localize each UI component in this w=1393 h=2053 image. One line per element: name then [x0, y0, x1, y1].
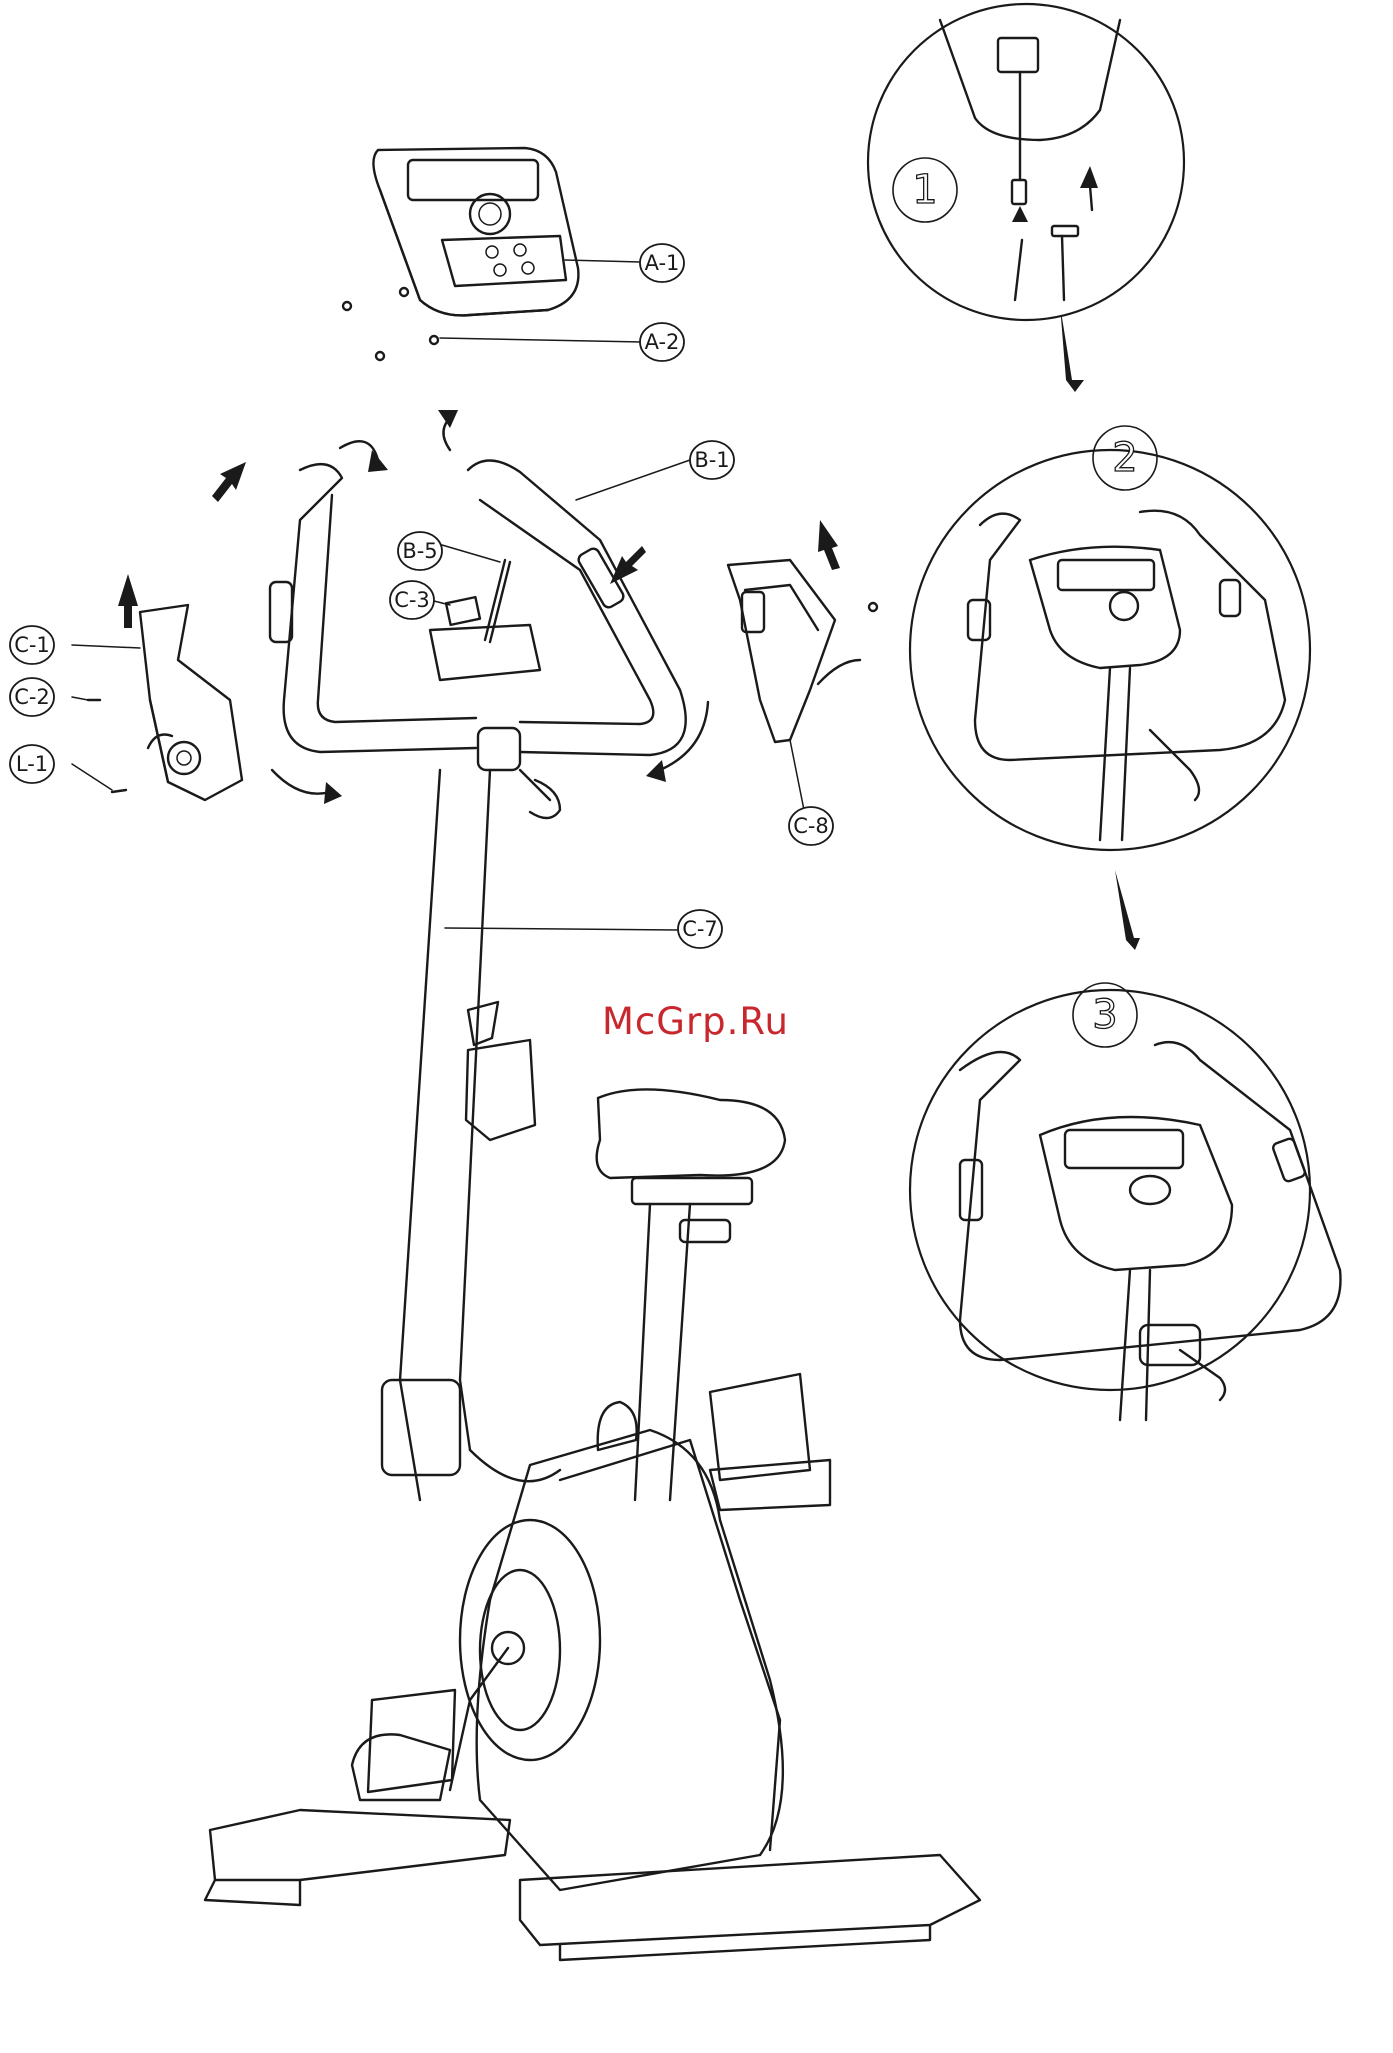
step-detail-2: 2: [910, 426, 1310, 850]
label-a1-text: A-1: [645, 251, 680, 275]
label-c3: C-3: [390, 581, 434, 619]
console-drawing: [373, 148, 578, 315]
step-number-3: 3: [1092, 992, 1117, 1038]
label-l1: L-1: [10, 745, 54, 783]
label-b5: B-5: [398, 532, 442, 570]
left-cover-c1: [88, 605, 242, 800]
label-c8-text: C-8: [793, 814, 829, 838]
label-c2: C-2: [10, 678, 54, 716]
label-b1-text: B-1: [694, 448, 729, 472]
label-c3-text: C-3: [394, 588, 430, 612]
screws-a2: [343, 288, 438, 360]
label-a1: A-1: [640, 244, 684, 282]
label-c7-text: C-7: [682, 917, 718, 941]
label-c1: C-1: [10, 626, 54, 664]
mount-plate-c3: [430, 560, 540, 680]
label-b1: B-1: [690, 441, 734, 479]
watermark-text: McGrp.Ru: [602, 1000, 789, 1043]
right-cover-c8: [728, 560, 877, 742]
label-c2-text: C-2: [14, 685, 50, 709]
handlebar-drawing: [270, 460, 686, 818]
label-a2-text: A-2: [645, 330, 680, 354]
leader-lines: [72, 260, 808, 930]
bike-frame-drawing: [205, 770, 980, 1960]
step-number-2: 2: [1112, 435, 1137, 481]
label-c1-text: C-1: [14, 633, 50, 657]
label-b5-text: B-5: [402, 539, 437, 563]
label-c7: C-7: [678, 910, 722, 948]
label-c8: C-8: [789, 807, 833, 845]
label-l1-text: L-1: [16, 752, 48, 776]
step-detail-3: 3: [910, 983, 1341, 1420]
label-a2: A-2: [640, 323, 684, 361]
step-number-1: 1: [912, 167, 937, 213]
step-detail-1: 1: [868, 4, 1184, 320]
